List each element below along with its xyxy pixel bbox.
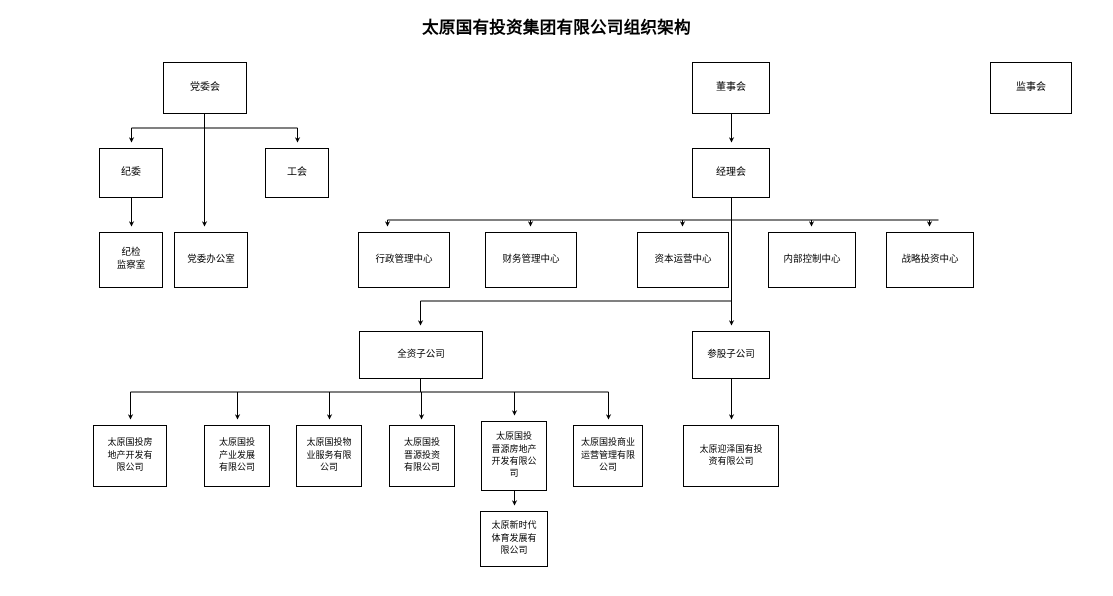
- node-label: 太原国投产业发展有限公司: [218, 438, 255, 474]
- node-strategy_center[interactable]: 战略投资中心: [886, 232, 974, 288]
- node-label: 战略投资中心: [901, 253, 959, 265]
- node-label: 董事会: [716, 82, 746, 94]
- node-sub_real_estate[interactable]: 太原国投房地产开发有限公司: [93, 425, 167, 487]
- node-sub_industry[interactable]: 太原国投产业发展有限公司: [204, 425, 270, 487]
- node-admin_center[interactable]: 行政管理中心: [358, 232, 450, 288]
- node-label: 财务管理中心: [502, 253, 560, 265]
- node-label: 太原新时代体育发展有限公司: [491, 521, 537, 557]
- node-party_committee[interactable]: 党委会: [163, 62, 247, 114]
- node-label: 参股子公司: [707, 348, 755, 360]
- connector-wholly-owned-subsidiaries: [127, 379, 612, 420]
- node-managers_committee[interactable]: 经理会: [692, 148, 770, 198]
- node-labor_union[interactable]: 工会: [265, 148, 329, 198]
- node-sub_new_era_sports[interactable]: 太原新时代体育发展有限公司: [480, 511, 548, 567]
- node-label: 全资子公司: [397, 348, 445, 360]
- node-finance_center[interactable]: 财务管理中心: [485, 232, 577, 288]
- node-label: 纪检监察室: [116, 247, 146, 271]
- node-sub_jinyuan_re[interactable]: 太原国投晋源房地产开发有限公司: [481, 421, 547, 491]
- node-label: 太原国投晋源房地产开发有限公司: [491, 432, 537, 480]
- node-label: 内部控制中心: [783, 253, 841, 265]
- node-label: 行政管理中心: [375, 253, 433, 265]
- node-sub_jinyuan_invest[interactable]: 太原国投晋源投资有限公司: [389, 425, 455, 487]
- node-board_of_directors[interactable]: 董事会: [692, 62, 770, 114]
- node-board_of_supervisors[interactable]: 监事会: [990, 62, 1072, 114]
- node-label: 太原国投物业服务有限公司: [306, 438, 352, 474]
- node-label: 资本运营中心: [654, 253, 712, 265]
- node-label: 太原国投商业运营管理有限公司: [580, 438, 635, 474]
- node-equity_participation[interactable]: 参股子公司: [692, 331, 770, 379]
- node-label: 太原国投晋源投资有限公司: [403, 438, 440, 474]
- node-label: 经理会: [716, 167, 746, 179]
- node-party_office[interactable]: 党委办公室: [174, 232, 248, 288]
- node-label: 太原迎泽国有投资有限公司: [699, 444, 763, 467]
- node-capital_center[interactable]: 资本运营中心: [637, 232, 729, 288]
- node-label: 党委会: [190, 82, 220, 94]
- node-wholly_owned[interactable]: 全资子公司: [359, 331, 483, 379]
- node-label: 党委办公室: [187, 253, 235, 265]
- node-label: 纪委: [121, 167, 141, 179]
- node-label: 监事会: [1016, 82, 1046, 94]
- node-sub_property[interactable]: 太原国投物业服务有限公司: [296, 425, 362, 487]
- connector-manager-centers: [384, 198, 939, 227]
- node-discipline_office[interactable]: 纪检监察室: [99, 232, 163, 288]
- node-internal_control[interactable]: 内部控制中心: [768, 232, 856, 288]
- node-sub_commercial[interactable]: 太原国投商业运营管理有限公司: [573, 425, 643, 487]
- node-discipline_committee[interactable]: 纪委: [99, 148, 163, 198]
- node-label: 太原国投房地产开发有限公司: [107, 438, 153, 474]
- node-sub_yingze[interactable]: 太原迎泽国有投资有限公司: [683, 425, 779, 487]
- page-title: 太原国有投资集团有限公司组织架构: [422, 18, 691, 37]
- node-label: 工会: [287, 167, 307, 179]
